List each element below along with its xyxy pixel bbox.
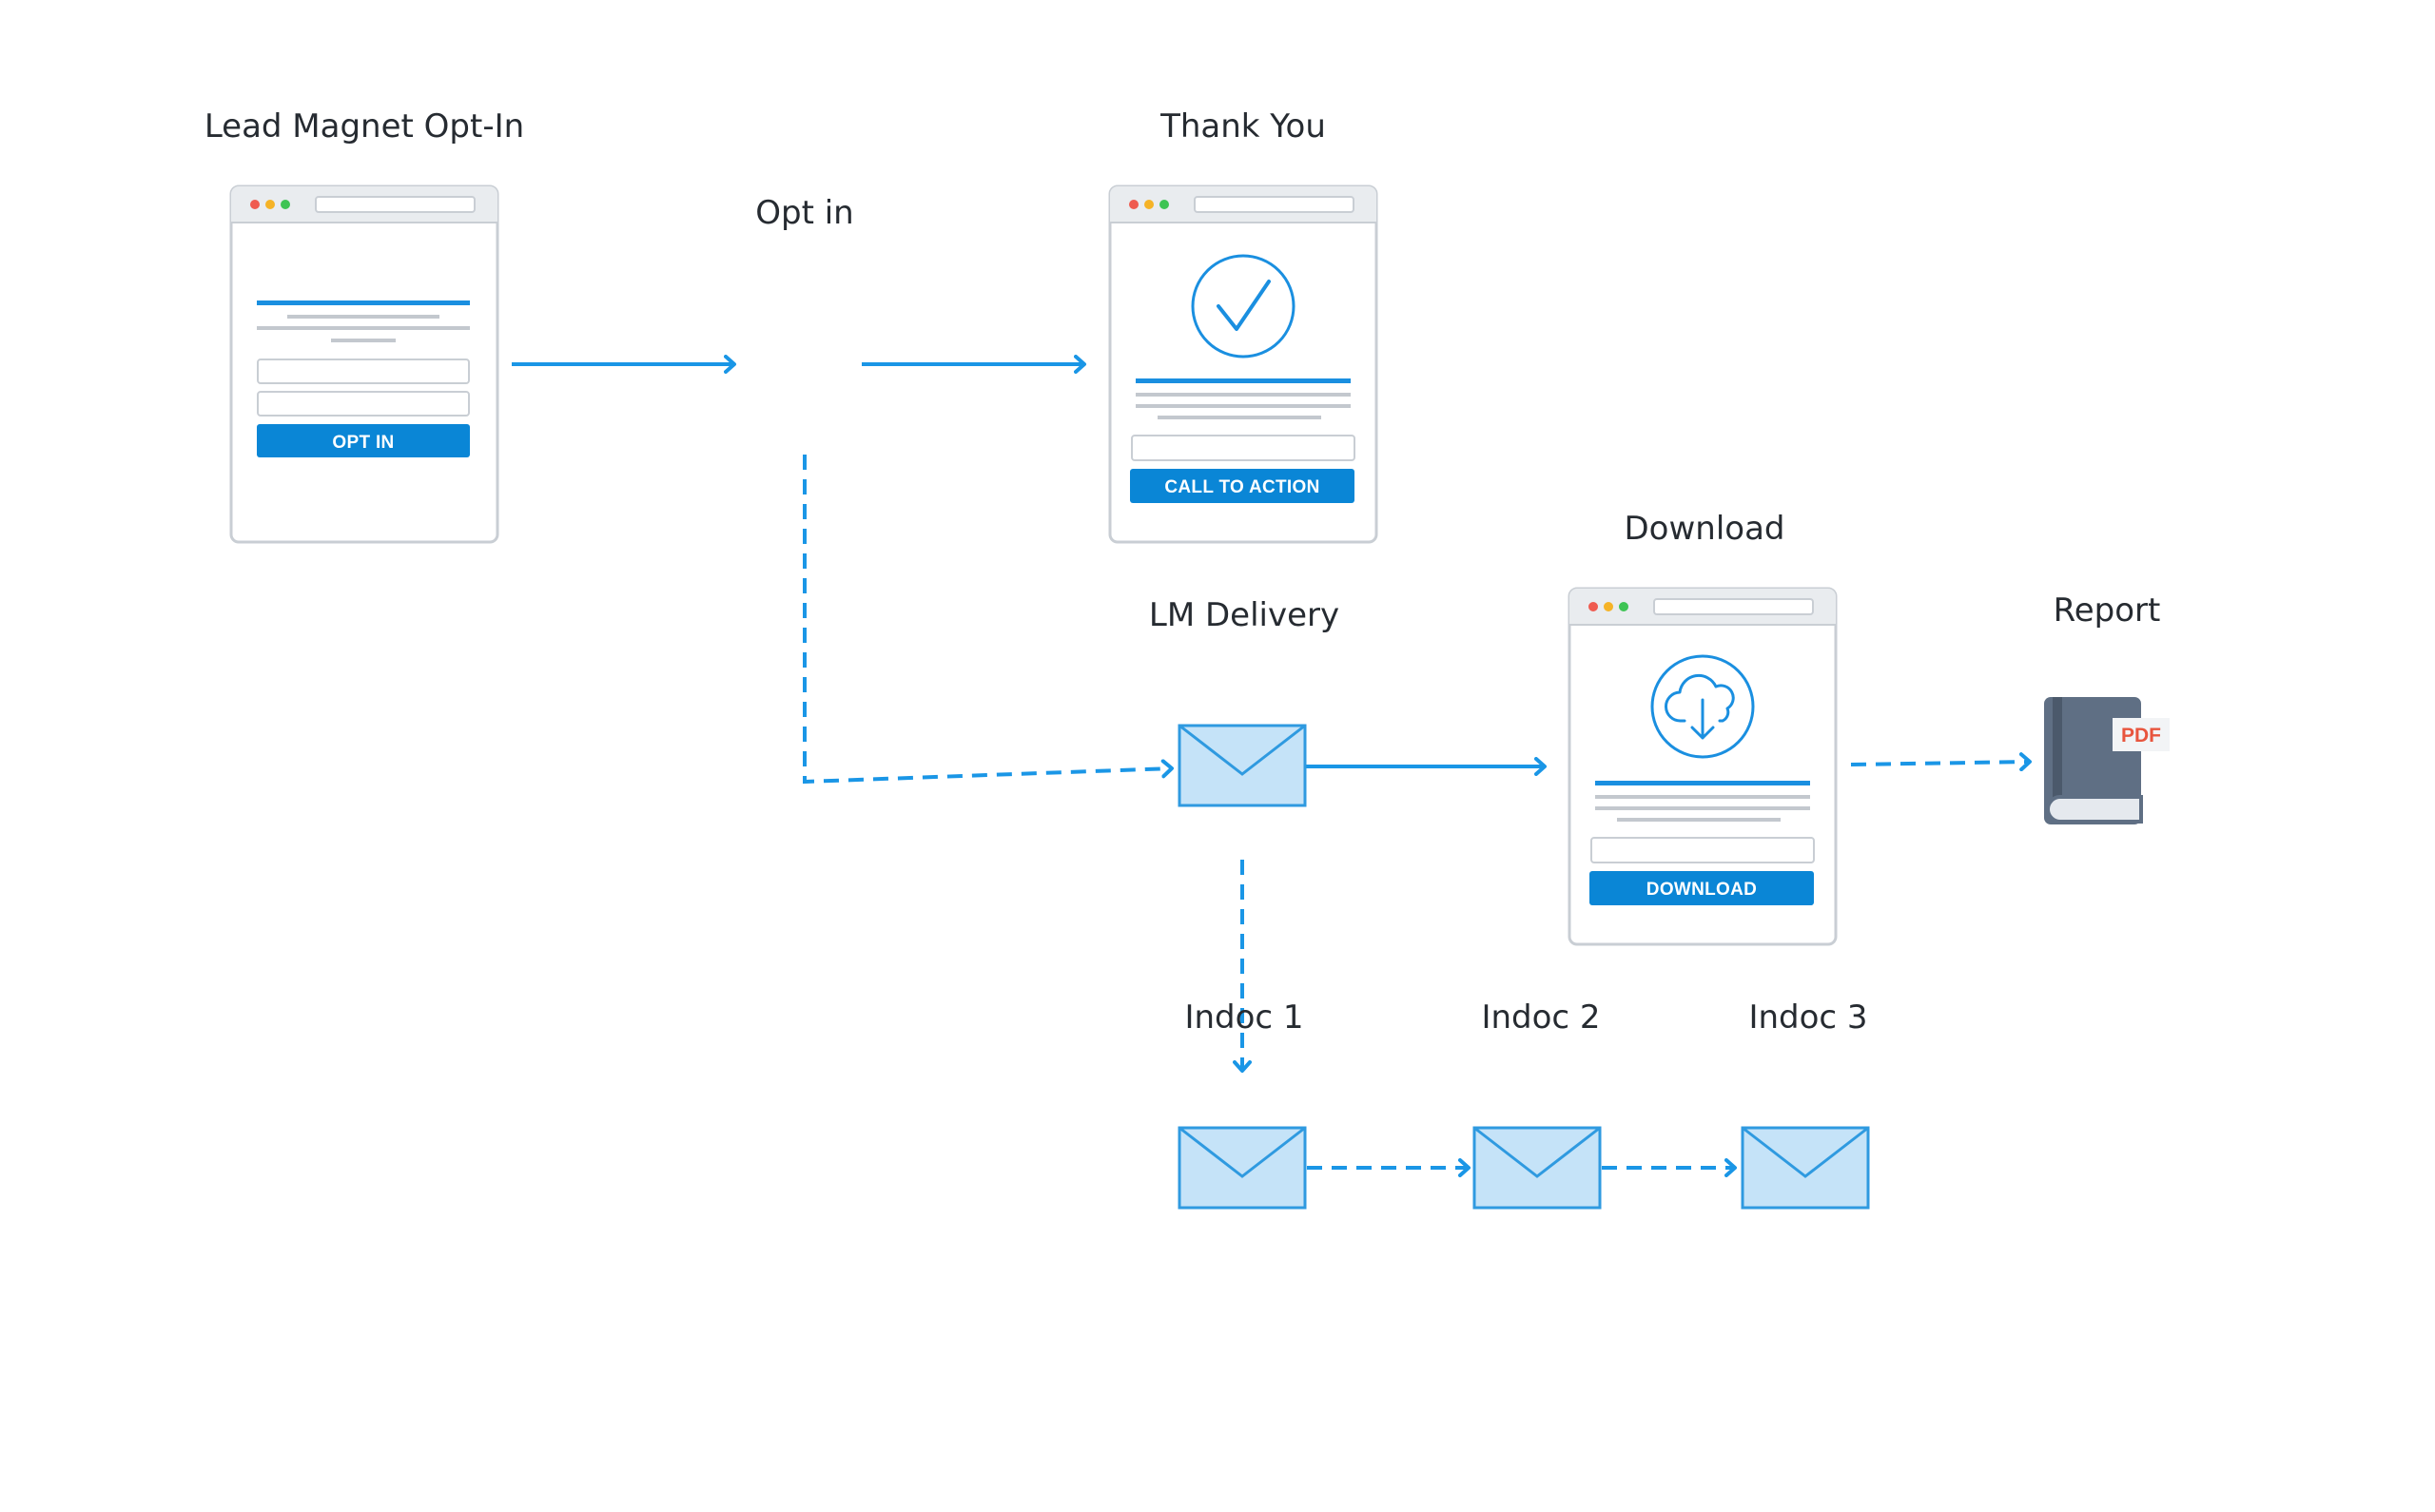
download-page: DOWNLOAD: [1568, 587, 1838, 946]
download-button[interactable]: DOWNLOAD: [1589, 871, 1814, 905]
pdf-badge: PDF: [2121, 725, 2161, 746]
lead-magnet-optin-label: Lead Magnet Opt-In: [204, 107, 525, 145]
indoc1-envelope-icon: [1178, 1126, 1307, 1210]
indoc3-envelope-icon: [1741, 1126, 1870, 1210]
address-bar: [1194, 196, 1354, 213]
window-minimize-dot: [1604, 602, 1613, 611]
optin-name-field[interactable]: [257, 359, 470, 384]
arrow-decision-to-lm-delivery: [803, 455, 1174, 785]
indoc2-envelope-icon: [1472, 1126, 1602, 1210]
window-minimize-dot: [265, 200, 275, 209]
lead-magnet-optin-page: OPT IN: [229, 184, 499, 544]
call-to-action-button-label: CALL TO ACTION: [1164, 477, 1319, 497]
address-bar: [1653, 598, 1814, 615]
download-button-label: DOWNLOAD: [1646, 880, 1757, 900]
window-maximize-dot: [1619, 602, 1628, 611]
window-minimize-dot: [1144, 200, 1154, 209]
cloud-download-icon: [1650, 654, 1755, 759]
optin-email-field[interactable]: [257, 391, 470, 417]
indoc2-label: Indoc 2: [1481, 998, 1601, 1037]
window-close-dot: [1129, 200, 1139, 209]
arrow-download-to-report: [1850, 752, 2032, 772]
report-label: Report: [2053, 591, 2161, 630]
thank-you-input-field[interactable]: [1131, 435, 1355, 461]
opt-in-label: Opt in: [755, 194, 854, 232]
window-close-dot: [1588, 602, 1598, 611]
window-maximize-dot: [1159, 200, 1169, 209]
window-maximize-dot: [281, 200, 290, 209]
user-icon: [778, 330, 831, 388]
optin-decision-node: [778, 330, 831, 388]
address-bar: [315, 196, 476, 213]
thank-you-page: CALL TO ACTION: [1108, 184, 1378, 544]
checkmark-icon: [1191, 254, 1295, 359]
indoc3-label: Indoc 3: [1748, 998, 1868, 1037]
call-to-action-button[interactable]: CALL TO ACTION: [1130, 469, 1354, 503]
opt-in-button[interactable]: OPT IN: [257, 424, 470, 457]
download-label: Download: [1624, 510, 1785, 548]
download-input-field[interactable]: [1590, 837, 1815, 863]
thank-you-label: Thank You: [1160, 107, 1326, 145]
lm-delivery-envelope-icon: [1178, 724, 1307, 807]
window-close-dot: [250, 200, 260, 209]
pdf-book-icon: PDF: [2044, 697, 2170, 824]
opt-in-button-label: OPT IN: [332, 433, 394, 453]
indoc1-label: Indoc 1: [1184, 998, 1304, 1037]
lm-delivery-label: LM Delivery: [1148, 596, 1340, 634]
